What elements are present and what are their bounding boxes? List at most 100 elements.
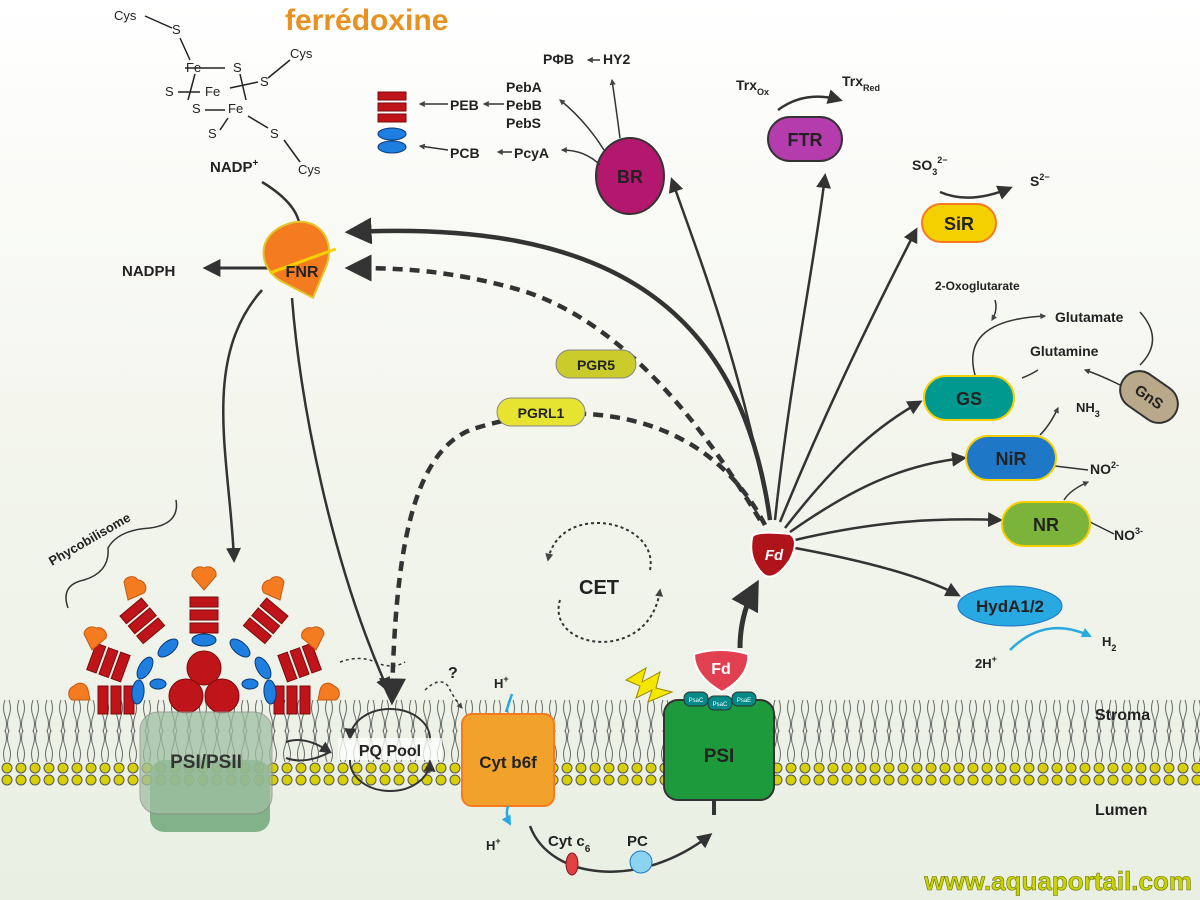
cyt-c-text: Cyt c bbox=[548, 833, 585, 850]
nr-enzyme[interactable]: NR bbox=[1001, 501, 1091, 547]
trx-red-label: TrxRed bbox=[842, 73, 880, 93]
fd-psi-bound[interactable]: Fd bbox=[692, 649, 750, 694]
no2-label: NO2- bbox=[1090, 460, 1119, 477]
nh3-label: NH3 bbox=[1076, 400, 1100, 419]
nadp-text: NADP bbox=[210, 159, 253, 176]
pc-icon bbox=[629, 850, 653, 874]
gns-enzyme[interactable]: GnS bbox=[1113, 364, 1186, 431]
pgr5-label: PGR5 bbox=[577, 357, 615, 373]
psi-label: PSI bbox=[704, 746, 735, 767]
psii-to-pq-arrow-bottom bbox=[285, 751, 331, 762]
website-watermark: www.aquaportail.com bbox=[923, 866, 1192, 896]
pq-pool[interactable]: PQ Pool bbox=[338, 708, 442, 792]
psac-label: PsaC bbox=[689, 698, 704, 704]
peb-label: PEB bbox=[450, 97, 479, 113]
ftr-enzyme[interactable]: FTR bbox=[767, 116, 843, 162]
br-product-arrows bbox=[418, 57, 621, 166]
h-plus-stroma: H+ bbox=[494, 674, 509, 691]
h-text: H bbox=[486, 838, 495, 853]
psac-label: PsaC bbox=[713, 702, 728, 708]
cyt-b6f-complex[interactable]: Cyt b6f bbox=[461, 713, 555, 807]
pcb-chromophore-icon bbox=[377, 127, 407, 154]
trx-text: Trx bbox=[736, 77, 757, 93]
pcb-label: PCB bbox=[450, 145, 480, 161]
lumen-label: Lumen bbox=[1095, 802, 1147, 819]
nitrogen-arrows bbox=[972, 299, 1154, 535]
phycobilisome-label: Phycobilisome bbox=[46, 510, 133, 569]
cet-label: CET bbox=[579, 577, 619, 599]
title: ferrédoxine bbox=[285, 4, 448, 37]
s-label: S bbox=[260, 74, 269, 89]
cys-label: Cys bbox=[114, 8, 137, 23]
pgrl1-protein[interactable]: PGRL1 bbox=[496, 397, 586, 427]
glutamate-label: Glutamate bbox=[1055, 309, 1124, 325]
fd-to-fnr-arrow bbox=[344, 217, 773, 521]
nir-enzyme[interactable]: NiR bbox=[965, 435, 1057, 481]
psac-subunits: PsaC PsaC PsaE bbox=[683, 691, 757, 711]
pq-pool-label: PQ Pool bbox=[359, 743, 421, 760]
gs-enzyme[interactable]: GS bbox=[923, 375, 1015, 421]
h-plus-in-arrow bbox=[504, 693, 514, 713]
h2-production-arrow bbox=[1009, 626, 1092, 651]
fnr-to-pq-arrow bbox=[290, 297, 390, 693]
so3-label: SO32− bbox=[912, 155, 948, 177]
s-label: S bbox=[208, 126, 217, 141]
pgr5-protein[interactable]: PGR5 bbox=[555, 349, 637, 379]
h-sup: + bbox=[503, 674, 508, 684]
no3-sup: 3- bbox=[1135, 526, 1143, 536]
cet-cycle-arrow-bottom bbox=[557, 588, 664, 643]
nadp-sup: + bbox=[253, 158, 259, 169]
trx-text: Trx bbox=[842, 73, 863, 89]
trx-reduction-arrow bbox=[777, 89, 843, 112]
nadph-label: NADPH bbox=[122, 263, 175, 280]
two-h-label: 2H+ bbox=[975, 654, 997, 671]
psi-complex[interactable]: PSI bbox=[663, 699, 775, 801]
fnr-enzyme[interactable]: FNR bbox=[255, 213, 343, 309]
h2-sub: 2 bbox=[1111, 643, 1116, 653]
two-h-sup: + bbox=[992, 654, 997, 664]
no3-text: NO bbox=[1114, 527, 1135, 543]
br-enzyme[interactable]: BR bbox=[595, 137, 665, 215]
hyda-enzyme[interactable]: HydA1/2 bbox=[957, 585, 1063, 627]
no2-sup: 2- bbox=[1111, 460, 1119, 470]
fd-fanout-arrows bbox=[668, 173, 1003, 597]
nh3-sub: 3 bbox=[1095, 409, 1100, 419]
s2-sup: 2− bbox=[1039, 172, 1049, 182]
s2-text: S bbox=[1030, 173, 1039, 189]
psae-label: PsaE bbox=[737, 698, 751, 704]
fd-protein[interactable]: Fd bbox=[750, 531, 796, 578]
light-icon bbox=[624, 666, 674, 703]
fnr-label: FNR bbox=[286, 264, 319, 281]
fe-s-cluster: Cys S Cys Fe S S S Fe S Fe S S Cys bbox=[114, 8, 321, 177]
peb-chromophore-icon bbox=[377, 91, 407, 123]
oxoglutarate-label: 2-Oxoglutarate bbox=[935, 279, 1020, 293]
psi-psii-complex[interactable]: PSI/PSII bbox=[139, 711, 273, 832]
h-text: H bbox=[494, 676, 503, 691]
h-plus-out-arrow bbox=[501, 805, 512, 826]
nadp-label: NADP+ bbox=[210, 158, 259, 176]
pcya-label: PcyA bbox=[514, 145, 549, 161]
h-plus-lumen: H+ bbox=[486, 836, 501, 853]
h-sup: + bbox=[495, 836, 500, 846]
psi-psii-label: PSI/PSII bbox=[170, 752, 242, 773]
cys-label: Cys bbox=[298, 162, 321, 177]
psii-to-pq-arrow-top bbox=[285, 739, 332, 754]
fd-label: Fd bbox=[765, 547, 784, 564]
h2-label: H2 bbox=[1102, 634, 1116, 653]
nir-label: NiR bbox=[996, 449, 1027, 469]
s2-label: S2− bbox=[1030, 172, 1050, 189]
h2-text: H bbox=[1102, 634, 1111, 649]
cyt-c-sub: 6 bbox=[585, 844, 591, 855]
sir-enzyme[interactable]: SiR bbox=[921, 203, 997, 243]
s-label: S bbox=[165, 84, 174, 99]
so3-text: SO bbox=[912, 157, 932, 173]
fd-psi-label: Fd bbox=[711, 661, 731, 678]
nr-label: NR bbox=[1033, 515, 1059, 535]
cyt-b6f-label: Cyt b6f bbox=[479, 753, 537, 772]
cyt-c6-pc-arrow bbox=[528, 825, 713, 873]
gs-label: GS bbox=[956, 389, 982, 409]
cyt-c6-label: Cyt c6 bbox=[548, 833, 591, 855]
sulfite-reduction-arrow bbox=[939, 185, 1013, 200]
phycobilisome-antenna bbox=[68, 566, 340, 715]
